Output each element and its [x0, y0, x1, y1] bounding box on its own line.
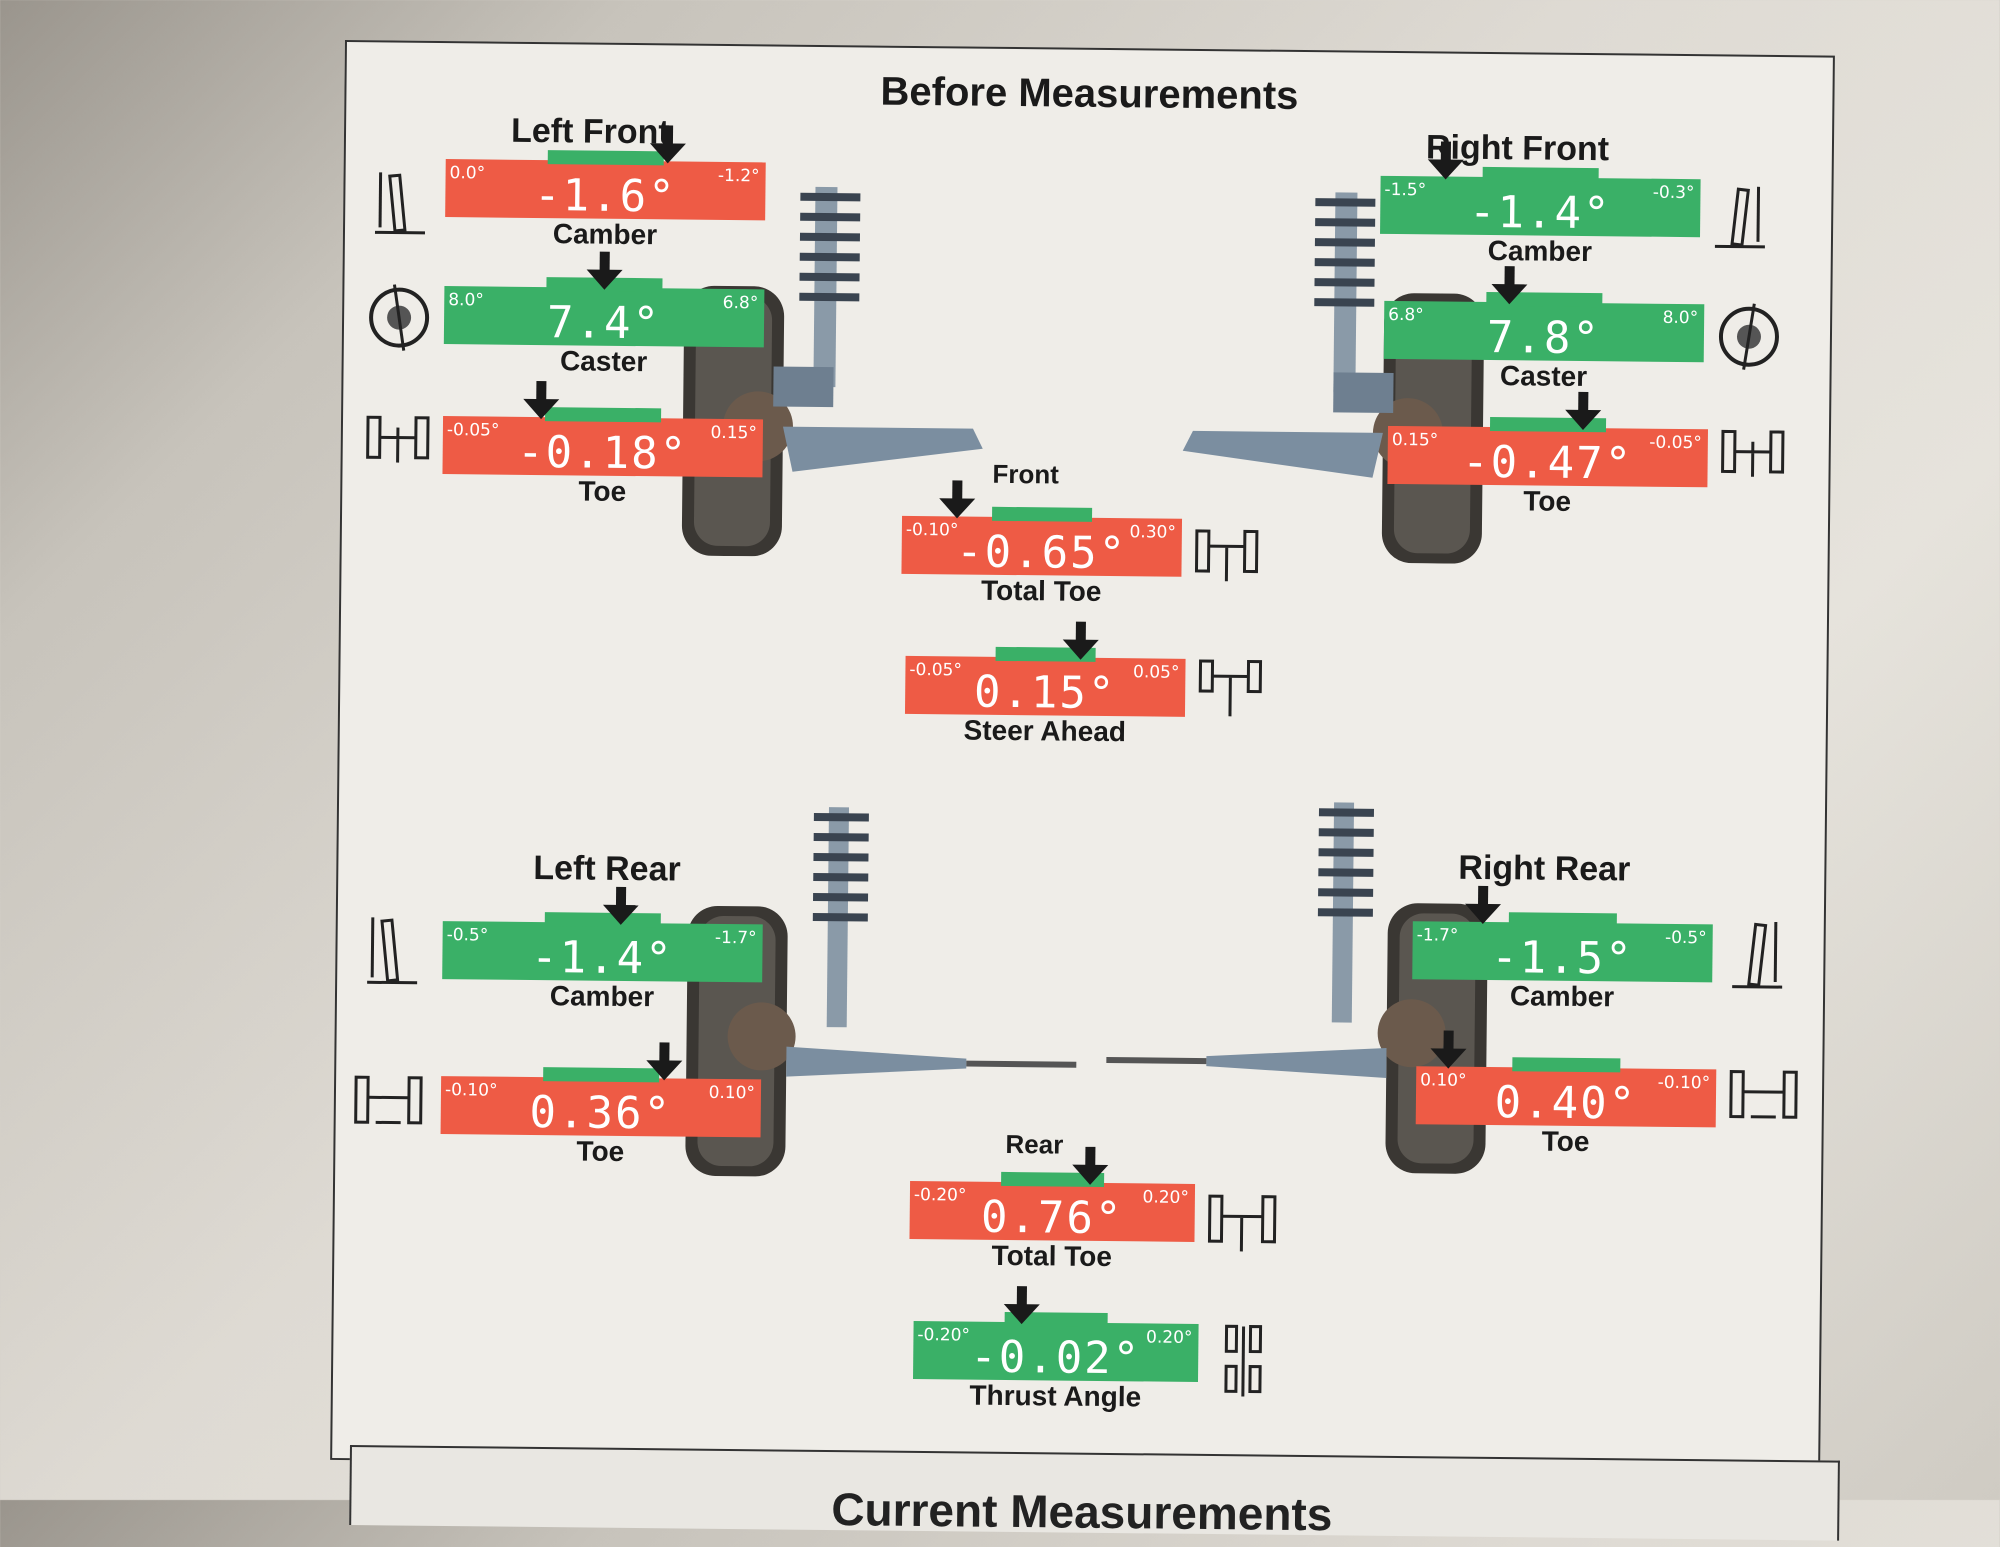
gauge-label: Steer Ahead	[963, 714, 1127, 748]
steer-ahead-gauge: -0.05°0.05°0.15°Steer Ahead	[904, 646, 1186, 747]
gauge-reading: -0.65°	[955, 526, 1128, 580]
lf-camber-gauge: 0.0°-1.2°-1.6°Camber	[445, 150, 766, 250]
gauge-label: Thrust Angle	[969, 1379, 1142, 1413]
gauge-bar: -0.05°0.15°-0.18°	[442, 407, 764, 480]
gauge-label: Toe	[578, 475, 627, 507]
gauge-reading: 7.4°	[546, 297, 662, 350]
gauge-reading: -0.18°	[516, 426, 689, 480]
lr-toe-gauge: -0.10°0.10°0.36°Toe	[440, 1067, 762, 1167]
gauge-label: Camber	[1509, 980, 1615, 1013]
rr-camber-gauge: -1.7°-0.5°-1.5°Camber	[1412, 912, 1713, 1012]
tolerance-window	[991, 506, 1093, 522]
next-section-sheet: Current Measurements	[349, 1445, 1840, 1541]
gauge-bar: -0.10°0.30°-0.65°	[901, 506, 1183, 580]
gauge-reading: 0.15°	[973, 666, 1117, 720]
rear-total-toe-icon	[1207, 1194, 1277, 1252]
steer-ahead-icon	[1198, 659, 1263, 717]
next-section-title: Current Measurements	[831, 1483, 1333, 1541]
gauge-bar: -0.05°0.05°0.15°	[904, 646, 1186, 720]
gauge-bar: 8.0°6.8°7.4°	[443, 277, 765, 350]
rf-caster-gauge: 6.8°8.0°7.8°Caster	[1383, 291, 1705, 392]
left-front-label: Left Front	[510, 111, 670, 152]
gauge-bar: 6.8°8.0°7.8°	[1383, 291, 1705, 365]
camber-wheel-icon	[1732, 922, 1783, 989]
gauge-label: Camber	[552, 218, 658, 251]
thrust-angle-gauge: -0.20°0.20°-0.02°Thrust Angle	[913, 1311, 1199, 1412]
gauge-bar: -0.20°0.20°0.76°	[909, 1171, 1196, 1245]
gauge-reading: 0.40°	[1494, 1077, 1638, 1130]
gauge-label: Toe	[1523, 485, 1572, 517]
tolerance-window	[1482, 166, 1599, 183]
gauge-label: Toe	[576, 1135, 625, 1167]
toe-wheel-icon	[1721, 429, 1785, 477]
lf-toe-gauge: -0.05°0.15°-0.18°Toe	[442, 407, 764, 507]
camber-wheel-icon	[374, 172, 426, 235]
gauge-reading: -1.6°	[533, 169, 677, 223]
tolerance-window	[1512, 1057, 1621, 1073]
gauge-reading: -1.4°	[1468, 186, 1612, 240]
gauge-label: Total Toe	[991, 1239, 1113, 1273]
rear-total-toe-gauge: -0.20°0.20°0.76°Total Toe	[909, 1171, 1196, 1272]
gauge-label: Total Toe	[980, 574, 1102, 607]
gauge-bar: -0.20°0.20°-0.02°	[913, 1311, 1199, 1385]
gauge-bar: -0.10°0.10°0.36°	[440, 1067, 762, 1140]
gauge-bar: 0.15°-0.05°-0.47°	[1387, 417, 1708, 490]
gauge-reading: -0.02°	[969, 1331, 1142, 1385]
gauge-reading: 7.8°	[1486, 311, 1602, 365]
gauge-bar: -1.7°-0.5°-1.5°	[1412, 912, 1713, 985]
tolerance-window	[545, 407, 661, 423]
camber-wheel-icon	[367, 917, 418, 985]
front-suspension-illustration	[681, 186, 1485, 564]
gauge-label: Camber	[1487, 234, 1593, 268]
toe-wheel-icon	[366, 415, 430, 463]
toe-wheel-icon	[1729, 1070, 1798, 1119]
report-sheet: Before Measurements Left Front Right Fro…	[330, 40, 1835, 1476]
tolerance-window	[548, 150, 664, 166]
gauge-reading: -1.5°	[1490, 932, 1634, 985]
gauge-label: Toe	[1541, 1125, 1590, 1158]
caster-wheel-icon	[369, 284, 430, 351]
gauge-bar: 0.10°-0.10°0.40°	[1415, 1057, 1717, 1130]
toe-wheel-icon	[354, 1075, 423, 1125]
tolerance-window	[1508, 912, 1617, 928]
gauge-label: Camber	[549, 980, 655, 1013]
gauge-bar: -1.5°-0.3°-1.4°	[1380, 166, 1701, 240]
gauge-label: Caster	[559, 345, 648, 378]
gauge-bar: -0.5°-1.7°-1.4°	[442, 912, 763, 985]
gauge-reading: 0.76°	[980, 1191, 1124, 1245]
gauge-reading: -1.4°	[530, 932, 674, 985]
camber-wheel-icon	[1714, 186, 1765, 249]
gauge-bar: 0.0°-1.2°-1.6°	[445, 150, 766, 223]
caster-wheel-icon	[1718, 303, 1779, 370]
gauge-reading: -0.47°	[1461, 436, 1634, 490]
gauge-reading: 0.36°	[529, 1086, 673, 1140]
tolerance-window	[543, 1067, 659, 1083]
rear-suspension-illustration	[685, 802, 1488, 1177]
gauge-label: Caster	[1499, 360, 1588, 393]
left-rear-label: Left Rear	[533, 849, 681, 889]
total-toe-icon	[1194, 529, 1259, 582]
thrust-angle-icon	[1224, 1324, 1263, 1397]
rf-toe-gauge: 0.15°-0.05°-0.47°Toe	[1387, 417, 1708, 517]
